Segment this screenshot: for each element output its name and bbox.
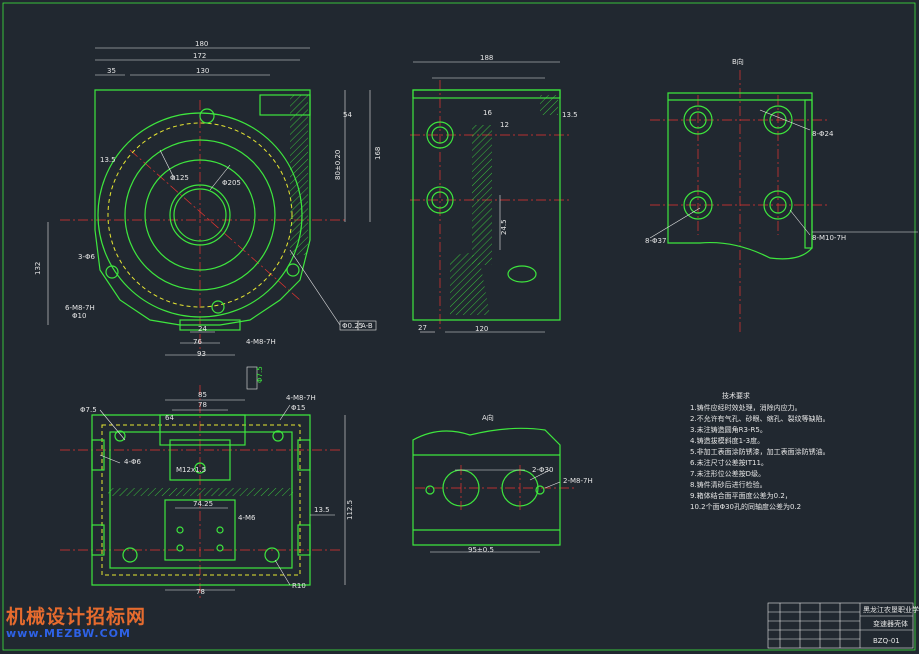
dim-label: 74.25 [193, 500, 213, 508]
dim-label: R10 [292, 582, 306, 590]
view-b-label: B向 [732, 57, 744, 66]
top-view [60, 366, 346, 600]
title-block: 黑龙江农垦职业学院 变速器壳体 BZQ-01 [767, 602, 919, 649]
view-b: B向 8-Φ24 8-Φ37 8-M10-7H [645, 57, 918, 335]
dim-label: 95±0.5 [468, 546, 494, 554]
dim-label: 4-M8-7H [286, 394, 316, 402]
dim-label: 188 [480, 54, 493, 62]
watermark: 机械设计招标网 www.MEZBW.COM [6, 602, 146, 640]
note-item: 6.未注尺寸公差按IT11。 [690, 458, 768, 467]
dim-label: Φ125 [170, 174, 189, 182]
note-item: 2.不允许有气孔、砂眼、缩孔、裂纹等缺陷。 [690, 414, 830, 423]
dim-label: 64 [165, 414, 174, 422]
technical-notes: 技术要求 1.铸件应经时效处理，消除内应力。 2.不允许有气孔、砂眼、缩孔、裂纹… [690, 391, 830, 511]
dim-label: 93 [197, 350, 206, 358]
dim-label: 13.5 [314, 506, 330, 514]
dim-label: 35 [107, 67, 116, 75]
dim-label: Φ7.5 [256, 366, 264, 383]
note-item: 8.铸件清砂后进行检验。 [690, 480, 767, 489]
main-view [47, 47, 377, 356]
dim-label: 78 [196, 588, 205, 596]
note-item: 9.箱体结合面平面度公差为0.2， [690, 491, 792, 500]
dim-label: 130 [196, 67, 209, 75]
dim-label: 180 [195, 40, 208, 48]
dim-label: 4-M8-7H [246, 338, 276, 346]
dim-label: 2-Φ30 [532, 466, 553, 474]
dim-label: 54 [343, 111, 352, 119]
title-school: 黑龙江农垦职业学院 [863, 605, 919, 614]
main-view-dimensions: 180 172 130 35 13.5 Φ125 Φ205 3-Φ6 6-M8-… [34, 40, 382, 358]
dim-label: 85 [198, 391, 207, 399]
dim-label: Φ0.25 [342, 322, 363, 330]
note-item: 7.未注形位公差按D级。 [690, 469, 765, 478]
title-part: 变速器壳体 [873, 619, 908, 628]
dim-label: 112.5 [346, 500, 354, 520]
dim-label: 3-Φ6 [78, 253, 95, 261]
dim-label: 13.5 [100, 156, 116, 164]
dim-label: 8-Φ24 [812, 130, 834, 138]
note-item: 10.2个面Φ30孔的同轴度公差为0.2 [690, 502, 801, 511]
note-item: 4.铸造拔模斜度1-3度。 [690, 436, 764, 445]
dim-label: 6-M8-7H [65, 304, 95, 312]
tolerance-frame-label: A-B [361, 322, 373, 330]
dim-label: Φ15 [291, 404, 305, 412]
dim-label: 8-M10-7H [812, 234, 846, 242]
dim-label: Φ205 [222, 179, 241, 187]
dim-label: Φ7.5 [80, 406, 97, 414]
view-a: A向 2-Φ30 2-M8-7H 95±0.5 [412, 413, 593, 554]
dim-label: 132 [34, 262, 42, 275]
watermark-url: www.MEZBW.COM [6, 627, 131, 640]
title-code: BZQ-01 [873, 637, 900, 645]
dim-label: 27 [418, 324, 427, 332]
top-view-dimensions: 85 78 64 4-M8-7H Φ15 4-Φ6 M12x1.5 74.25 … [80, 366, 354, 596]
dim-label: 8-Φ37 [645, 237, 666, 245]
dim-label: 13.5 [562, 111, 578, 119]
dim-label: 78 [198, 401, 207, 409]
note-item: 5.非加工表面涂防锈漆，加工表面涂防锈油。 [690, 447, 830, 456]
dim-label: 24 [198, 325, 207, 333]
notes-title: 技术要求 [722, 391, 750, 400]
dim-label: 16 [483, 109, 492, 117]
dim-label: M12x1.5 [176, 466, 206, 474]
dim-label: 24.5 [500, 219, 508, 235]
note-item: 1.铸件应经时效处理，消除内应力。 [690, 403, 802, 412]
side-view-dimensions: 188 16 12 13.5 24.5 27 120 [418, 54, 578, 333]
dim-label: 76 [193, 338, 202, 346]
dim-label: 2-M8-7H [563, 477, 593, 485]
dim-label: 4-Φ6 [124, 458, 141, 466]
dim-label: 4-M6 [238, 514, 256, 522]
dim-label: 80±0.20 [334, 150, 342, 180]
dim-label: 168 [374, 147, 382, 160]
side-view [410, 61, 570, 333]
watermark-title: 机械设计招标网 [6, 606, 147, 628]
view-a-label: A向 [482, 413, 494, 422]
note-item: 3.未注铸造圆角R3-R5。 [690, 425, 767, 434]
dim-label: Φ10 [72, 312, 86, 320]
dim-label: 172 [193, 52, 206, 60]
dim-label: 120 [475, 325, 488, 333]
dim-label: 12 [500, 121, 509, 129]
